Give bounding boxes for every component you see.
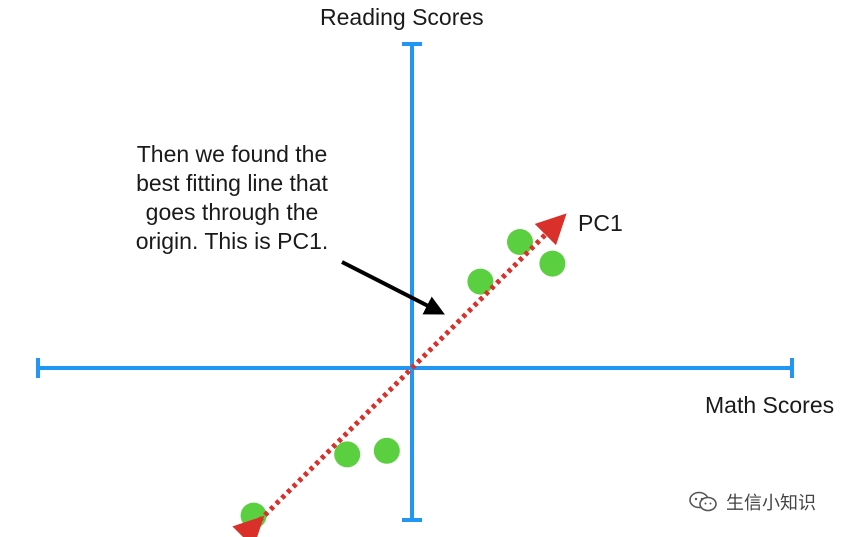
pc1-line xyxy=(232,213,567,537)
watermark-text: 生信小知识 xyxy=(726,493,816,514)
axes xyxy=(36,42,794,522)
annotation-pointer-arrow xyxy=(341,260,445,315)
y-axis-title: Reading Scores xyxy=(320,4,484,30)
data-point xyxy=(373,437,400,464)
annotation-line: goes through the xyxy=(145,199,319,225)
annotation-line: best fitting line that xyxy=(136,170,328,196)
annotation-line: origin. This is PC1. xyxy=(135,228,329,254)
data-point xyxy=(539,250,566,277)
x-axis-title: Math Scores xyxy=(705,392,835,418)
watermark: 生信小知识 xyxy=(688,489,816,515)
wechat-icon xyxy=(689,491,717,512)
data-point xyxy=(467,268,494,295)
data-point xyxy=(507,229,533,255)
annotation-line: Then we found the xyxy=(136,141,328,167)
data-point xyxy=(334,441,361,468)
annotation-text: Then we found the best fitting line that… xyxy=(100,140,364,256)
pc1-label: PC1 xyxy=(578,210,623,236)
